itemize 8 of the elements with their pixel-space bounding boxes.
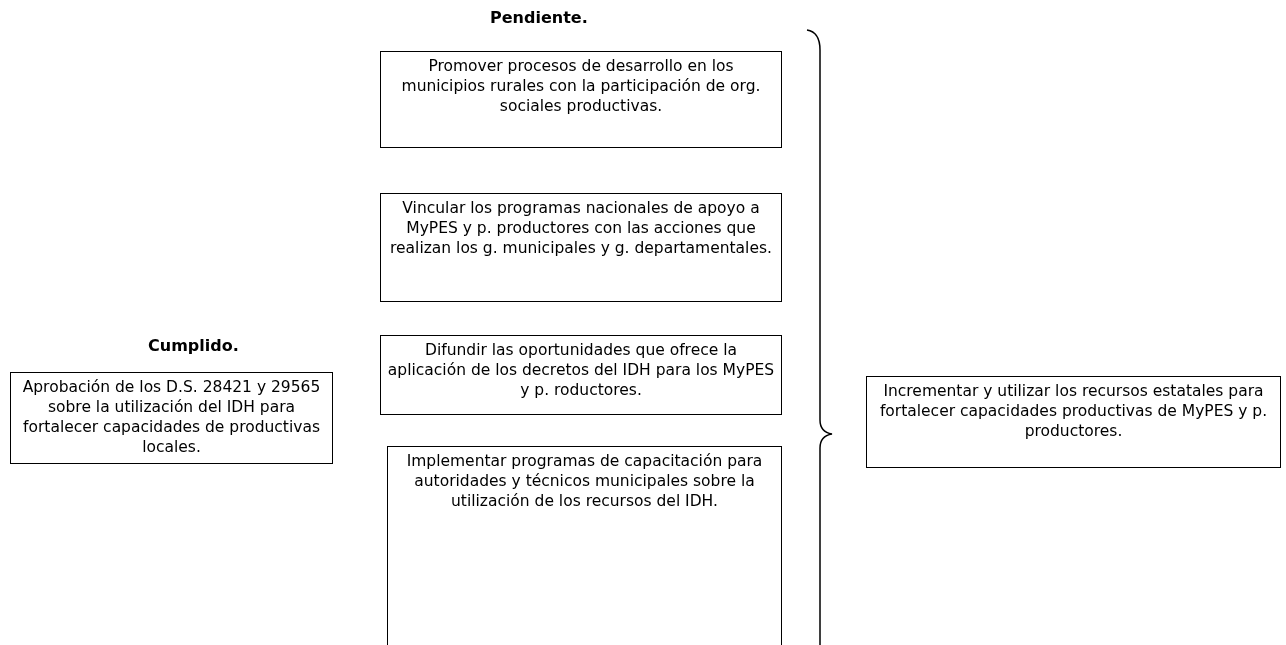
text-box: Incrementar y utilizar los recursos estatales para fortalecer capacidades productivas de MyPES y p. productores.	[866, 376, 1281, 468]
column-heading: Cumplido.	[148, 336, 239, 355]
text-box: Aprobación de los D.S. 28421 y 29565 sobre la utilización del IDH para fortalecer capacidades de productivas locales.	[10, 372, 333, 464]
text-box: Difundir las oportunidades que ofrece la aplicación de los decretos del IDH para los MyPES y p. roductores.	[380, 335, 782, 415]
text-box: Promover procesos de desarrollo en los municipios rurales con la participación de org. sociales productivas.	[380, 51, 782, 148]
text-box: Vincular los programas nacionales de apoyo a MyPES y p. productores con las acciones que realizan los g. municipales y g. departamentales.	[380, 193, 782, 302]
column-heading: Pendiente.	[490, 8, 588, 27]
text-box: Implementar programas de capacitación para autoridades y técnicos municipales sobre la utilización de los recursos del IDH.	[387, 446, 782, 645]
